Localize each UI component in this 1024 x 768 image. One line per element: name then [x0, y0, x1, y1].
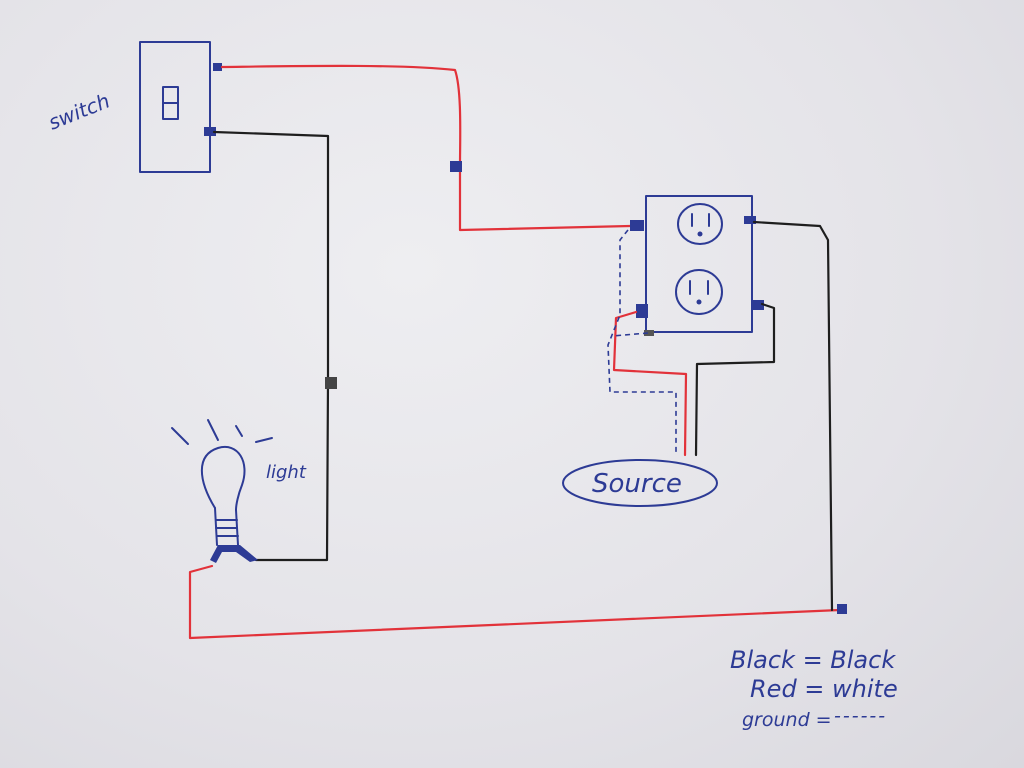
light-ray-1	[171, 427, 189, 445]
outlet-terminal-top-left	[630, 220, 644, 231]
red-wire-light-return	[188, 564, 842, 640]
outlet-receptacle-bottom	[675, 269, 723, 315]
outlet-symbol	[630, 195, 764, 336]
black-wire-outlet-to-bottom	[752, 220, 834, 612]
outlet-box	[645, 195, 753, 333]
outlet-terminal-top-right	[744, 216, 756, 224]
red-wire-outlet-to-source	[612, 310, 688, 457]
legend: Black = Black Red = white ground = -----…	[730, 646, 898, 731]
wire-nut-top	[450, 161, 462, 172]
black-wire-switch-to-light	[212, 130, 330, 562]
black-wire-outlet-to-source	[694, 302, 776, 457]
light-ray-3	[235, 425, 243, 437]
legend-red: Red = white	[750, 675, 898, 703]
switch-symbol	[139, 41, 222, 173]
wire-nut-middle	[325, 377, 337, 389]
bulb-glass	[201, 445, 246, 511]
switch-terminal-top	[213, 63, 222, 71]
light-ray-4	[255, 437, 273, 443]
switch-label: switch	[45, 88, 113, 134]
switch-box	[139, 41, 211, 173]
legend-black: Black = Black	[730, 646, 896, 674]
bulb-socket	[210, 545, 258, 563]
source-ellipse	[562, 459, 718, 507]
legend-ground-dashes: ------	[834, 705, 887, 727]
red-wire-switch-to-outlet	[220, 64, 632, 232]
ground-wire	[607, 229, 677, 455]
outlet-ground-screw	[644, 330, 654, 336]
outlet-terminal-bottom-right	[752, 300, 764, 310]
switch-terminal-bottom	[204, 127, 216, 136]
bulb-base-left	[214, 507, 218, 546]
light-label: light	[266, 462, 307, 483]
light-bulb-icon	[171, 419, 273, 563]
light-ray-2	[207, 419, 219, 441]
legend-ground: ground =	[742, 709, 832, 731]
wire-nut-bottom-right	[837, 604, 847, 614]
outlet-receptacle-top	[677, 203, 723, 245]
outlet-terminal-bottom-left	[636, 304, 648, 318]
source-label: Source	[592, 469, 682, 499]
